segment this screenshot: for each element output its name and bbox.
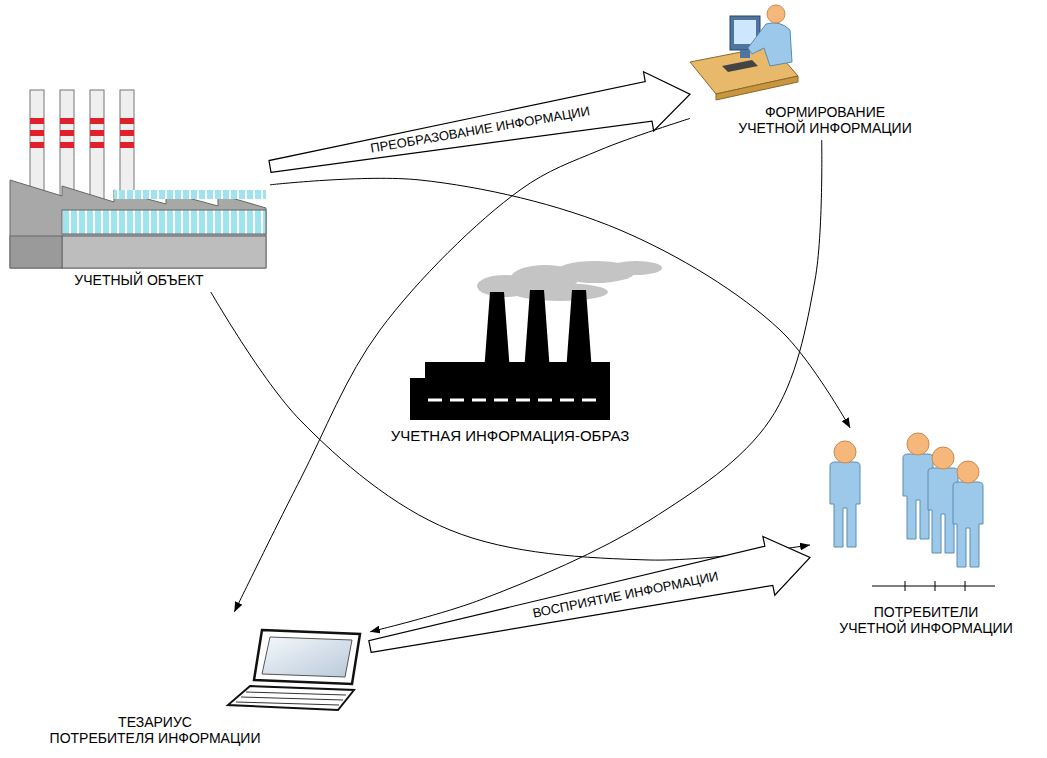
text-line: ФОРМИРОВАНИЕ <box>738 104 912 120</box>
factory-illustration <box>10 90 266 268</box>
icon-node: УЧЕТНЫЙ ОБЪЕКТ <box>8 86 270 292</box>
node-label: УЧЕТНЫЙ ОБЪЕКТ <box>74 272 204 288</box>
node-label: ТЕЗАРИУС ПОТРЕБИТЕЛЯ ИНФОРМАЦИИ <box>50 714 261 746</box>
block-arrow <box>269 72 690 173</box>
text-line: ПОТРЕБИТЕЛЯ ИНФОРМАЦИИ <box>50 730 261 746</box>
label-stack: ФОРМИРОВАНИЕ УЧЕТНОЙ ИНФОРМАЦИИ <box>738 104 912 136</box>
curved-arrow <box>270 178 850 428</box>
block-arrow <box>369 536 810 652</box>
label-stack: ТЕЗАРИУС ПОТРЕБИТЕЛЯ ИНФОРМАЦИИ <box>50 714 261 746</box>
text-line: ТЕЗАРИУС <box>50 714 261 730</box>
node-label: УЧЕТНАЯ ИНФОРМАЦИЯ-ОБРАЗ <box>391 428 630 444</box>
node-label: ФОРМИРОВАНИЕ УЧЕТНОЙ ИНФОРМАЦИИ <box>738 104 912 136</box>
people-illustration <box>830 433 995 591</box>
icon-node: ПОТРЕБИТЕЛИ УЧЕТНОЙ ИНФОРМАЦИИ <box>810 428 1042 640</box>
text-line: УЧЕТНОЙ ИНФОРМАЦИИ <box>738 120 912 136</box>
label-stack: УЧЕТНАЯ ИНФОРМАЦИЯ-ОБРАЗ <box>391 428 630 444</box>
laptop-illustration <box>228 630 360 710</box>
icon-node: УЧЕТНАЯ ИНФОРМАЦИЯ-ОБРАЗ <box>360 262 660 448</box>
factory-silhouette <box>410 261 662 420</box>
curved-arrow <box>211 292 810 560</box>
text-line: УЧЕТНОЙ ИНФОРМАЦИИ <box>839 620 1013 636</box>
icon-node: ТЕЗАРИУС ПОТРЕБИТЕЛЯ ИНФОРМАЦИИ <box>30 612 370 750</box>
arrow-label: ПРЕОБРАЗОВАНИЕ ИНФОРМАЦИИ <box>367 104 593 156</box>
label-stack: УЧЕТНЫЙ ОБЪЕКТ <box>74 272 204 288</box>
curved-arrow <box>234 118 690 612</box>
text-line: ПОТРЕБИТЕЛИ <box>839 604 1013 620</box>
node-label: ПОТРЕБИТЕЛИ УЧЕТНОЙ ИНФОРМАЦИИ <box>839 604 1013 636</box>
label-stack: ПОТРЕБИТЕЛИ УЧЕТНОЙ ИНФОРМАЦИИ <box>839 604 1013 636</box>
icon-node: ФОРМИРОВАНИЕ УЧЕТНОЙ ИНФОРМАЦИИ <box>690 2 960 140</box>
workstation-illustration <box>690 5 798 100</box>
text-line: УЧЕТНАЯ ИНФОРМАЦИЯ-ОБРАЗ <box>391 428 630 444</box>
arrow-label: ВОСПРИЯТИЕ ИНФОРМАЦИИ <box>529 569 721 621</box>
text-line: УЧЕТНЫЙ ОБЪЕКТ <box>74 272 204 288</box>
